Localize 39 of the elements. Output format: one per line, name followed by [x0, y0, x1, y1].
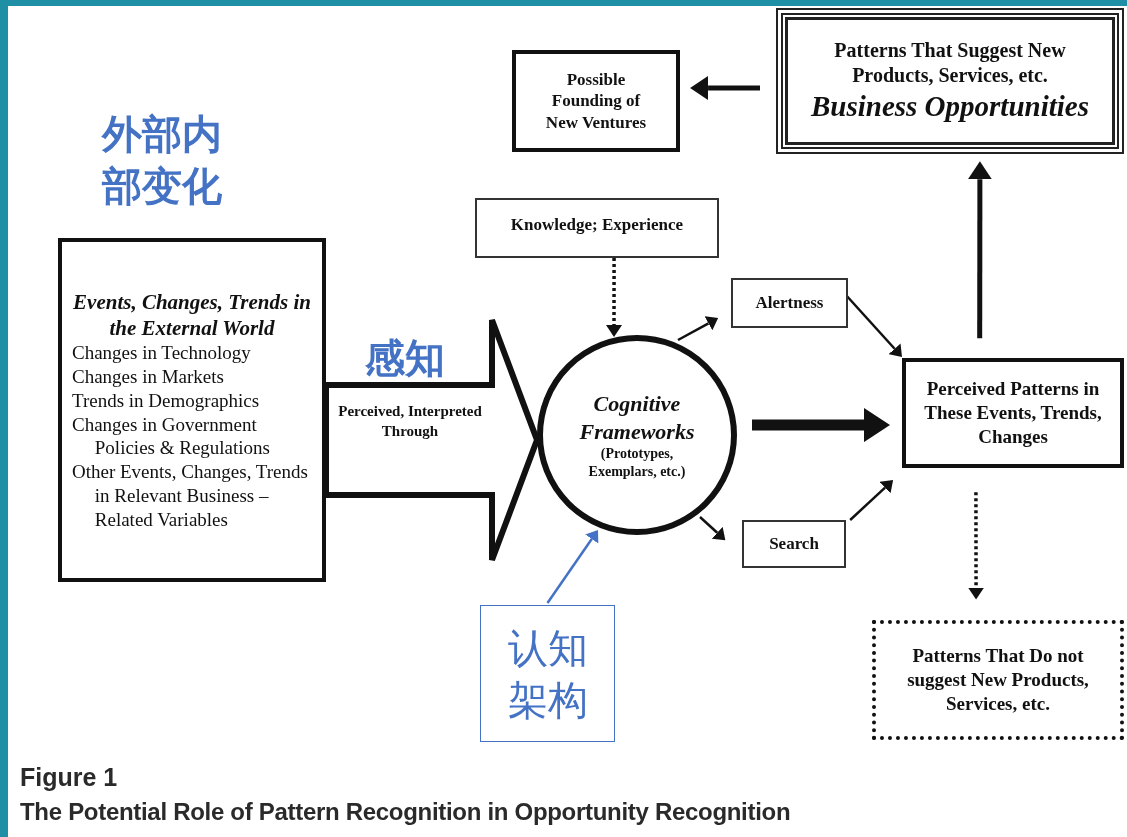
- node-text: Search: [769, 533, 819, 555]
- framework-circle: [537, 335, 737, 535]
- arrow: [752, 408, 890, 443]
- arrow: [690, 76, 760, 101]
- node-text: Trends in Demographics: [72, 388, 261, 413]
- node-text: 认知架构: [506, 623, 589, 725]
- node-heading: Cognitive Frameworks: [578, 390, 696, 445]
- node-text: Patterns That Do not suggest New Products, Services, etc.: [906, 644, 1090, 716]
- node-text: Business Opportunities: [811, 88, 1089, 124]
- arrow: [849, 480, 894, 521]
- node-heading: Events, Changes, Trends in the External World: [72, 288, 312, 342]
- figure-number: Figure 1: [20, 762, 118, 792]
- node-text: Perceived Patterns in These Events, Trends, Changes: [923, 377, 1103, 449]
- node-text: Changes in Technology: [72, 341, 252, 365]
- arrow: [967, 161, 992, 339]
- arrow: [699, 516, 726, 541]
- node-heading: Patterns That Suggest New Products, Services, etc.: [833, 37, 1067, 88]
- process-box: [512, 50, 680, 152]
- process-box: [475, 198, 719, 258]
- annotation-text: 感知: [365, 334, 445, 382]
- callout-box: [480, 605, 615, 742]
- node-text: Other Events, Changes, Trends in Relevant Business –Related Variables: [72, 460, 309, 532]
- annotation-text: 外部内部变化: [102, 110, 223, 211]
- process-box: [742, 520, 846, 568]
- pointer-arrow: [546, 530, 599, 604]
- dotted-arrow: [968, 492, 985, 600]
- process-box: [776, 8, 1124, 154]
- node-text: Changes in Markets: [72, 365, 225, 389]
- node-text: (Prototypes, Exemplars, etc.): [587, 445, 687, 480]
- dotted-arrow: [606, 258, 622, 337]
- node-text: Alertness: [755, 292, 824, 314]
- node-text: Possible Founding of New Ventures: [544, 69, 648, 133]
- node-text: Changes in Government Policies & Regulations: [72, 412, 271, 460]
- node-text: Knowledge; Experience: [510, 214, 684, 236]
- process-box: [902, 358, 1124, 468]
- caption-text: The Potential Role of Pattern Recognition in Opportunity Recognition: [20, 798, 791, 826]
- arrow: [677, 316, 719, 342]
- process-box: [872, 620, 1124, 740]
- process-box: [731, 278, 848, 328]
